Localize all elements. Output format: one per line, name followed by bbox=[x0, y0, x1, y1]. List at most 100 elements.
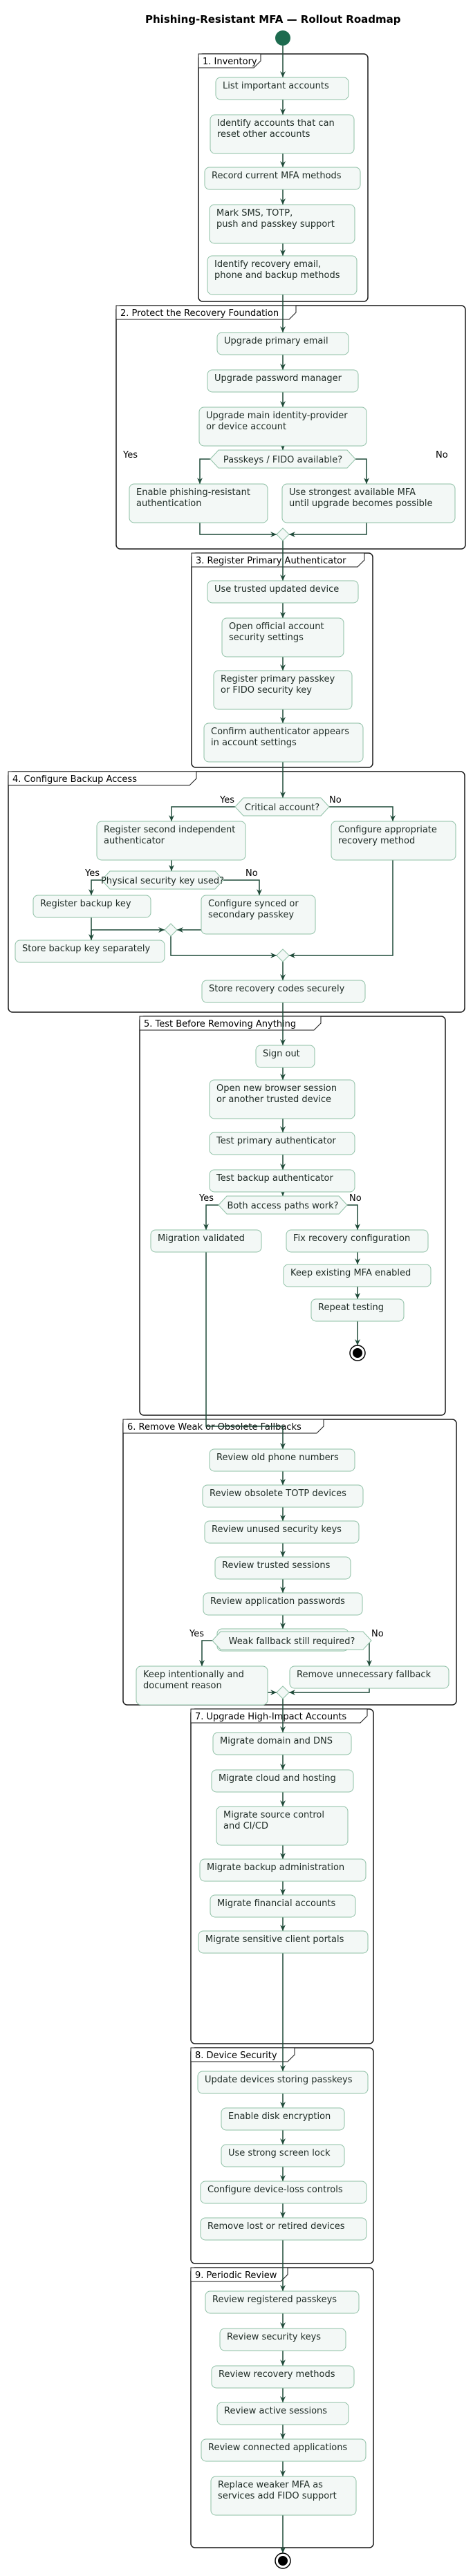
flow-edge bbox=[199, 1640, 212, 1666]
decision-label: Physical security key used? bbox=[101, 876, 224, 886]
section-label: 8. Device Security bbox=[195, 2051, 277, 2061]
section-tab bbox=[8, 771, 197, 786]
activity-keep-mfa: Keep existing MFA enabled bbox=[283, 1264, 432, 1287]
activity-label: Mark SMS, TOTP,push and passkey support bbox=[216, 208, 335, 230]
activity-box bbox=[202, 1484, 364, 1508]
section-label: 4. Configure Backup Access bbox=[12, 774, 137, 785]
section-frame bbox=[139, 1016, 446, 1416]
activity-label: Fix recovery configuration bbox=[293, 1233, 410, 1244]
decision-label: Critical account? bbox=[245, 803, 319, 813]
decision-label: Both access paths work? bbox=[227, 1201, 338, 1211]
activity-box bbox=[33, 895, 151, 918]
flow-edge bbox=[289, 523, 367, 537]
flow-edge bbox=[355, 458, 369, 484]
activity-remove-fallback: Remove unnecessary fallback bbox=[289, 1665, 449, 1689]
branch-label-yes: Yes bbox=[122, 450, 138, 460]
activity-label: Test backup authenticator bbox=[216, 1173, 334, 1184]
section-label: 7. Upgrade High-Impact Accounts bbox=[195, 1712, 346, 1722]
branch-label-no: No bbox=[436, 450, 448, 460]
activity-box bbox=[201, 980, 366, 1003]
end-node bbox=[349, 1345, 366, 1361]
branch-label-yes: Yes bbox=[189, 1629, 204, 1639]
activity-box bbox=[198, 407, 367, 447]
activity-label: Review registered passkeys bbox=[212, 2295, 337, 2305]
branch-label-yes: Yes bbox=[84, 868, 100, 879]
activity-label: Enable disk encryption bbox=[228, 2111, 331, 2122]
activity-label: Record current MFA methods bbox=[212, 171, 342, 181]
decision-access-paths: Both access paths work? bbox=[218, 1195, 348, 1215]
activity-box bbox=[207, 580, 359, 604]
activity-box bbox=[210, 2476, 357, 2516]
activity-label: Review application passwords bbox=[210, 1596, 345, 1607]
activity-test-primary: Test primary authenticator bbox=[209, 1132, 355, 1155]
activity-label: Sign out bbox=[263, 1049, 300, 1059]
activity-box bbox=[201, 2438, 367, 2462]
branch-label-no: No bbox=[371, 1629, 384, 1639]
activity-fix-recovery: Fix recovery configuration bbox=[286, 1229, 429, 1253]
flow-edge bbox=[289, 860, 393, 958]
decision-shape bbox=[101, 870, 224, 890]
decision-physical-key: Physical security key used? bbox=[101, 870, 224, 890]
branch-label-no: No bbox=[349, 1193, 362, 1204]
activity-label: Remove unnecessary fallback bbox=[297, 1670, 432, 1680]
activity-label: Use strong screen lock bbox=[228, 2148, 331, 2158]
activity-review-recovery-methods: Review recovery methods bbox=[211, 2365, 355, 2389]
section-tab bbox=[115, 305, 297, 320]
activity-box bbox=[221, 617, 344, 657]
activity-store-backup: Store backup key separately bbox=[15, 940, 165, 963]
activity-mark-sms: Mark SMS, TOTP,push and passkey support bbox=[209, 204, 355, 244]
activity-box bbox=[310, 1298, 405, 1322]
activity-label: Remove lost or retired devices bbox=[207, 2221, 345, 2232]
decision-critical-account: Critical account? bbox=[234, 797, 330, 816]
activity-store-codes: Store recovery codes securely bbox=[201, 980, 366, 1003]
flow-edge bbox=[170, 936, 277, 958]
section-tab bbox=[190, 2047, 295, 2062]
activity-label: Review unused security keys bbox=[212, 1524, 342, 1535]
activity-review-active: Review active sessions bbox=[216, 2402, 349, 2425]
section-tab bbox=[191, 552, 365, 568]
activity-box bbox=[221, 2107, 345, 2131]
activity-migrate-portals: Migrate sensitive client portals bbox=[198, 1930, 369, 1954]
activity-box bbox=[205, 2290, 360, 2314]
activity-label: Identify recovery email,phone and backup… bbox=[214, 259, 340, 281]
section-label: 2. Protect the Recovery Foundation bbox=[120, 308, 279, 319]
activity-box bbox=[209, 1448, 355, 1472]
activity-box bbox=[204, 1520, 360, 1544]
section-tab bbox=[190, 1708, 368, 1724]
activity-box bbox=[213, 670, 353, 710]
activity-migrate-cloud: Migrate cloud and hosting bbox=[211, 1769, 354, 1793]
decision-shape bbox=[212, 1631, 372, 1650]
decision-passkeys-available: Passkeys / FIDO available? bbox=[210, 449, 356, 469]
flow-edge bbox=[289, 1688, 370, 1695]
activity-box bbox=[216, 1806, 349, 1846]
activity-label: Repeat testing bbox=[318, 1303, 384, 1313]
activity-box bbox=[203, 722, 364, 763]
activity-box bbox=[219, 2328, 346, 2351]
activity-record-mfa: Record current MFA methods bbox=[204, 167, 361, 190]
activity-label: Review obsolete TOTP devices bbox=[210, 1488, 346, 1499]
activity-label: Review old phone numbers bbox=[216, 1453, 339, 1463]
activity-list-accounts: List important accounts bbox=[215, 77, 349, 100]
activity-configure-loss: Configure device-loss controls bbox=[200, 2181, 367, 2204]
activity-review-app-pw: Review application passwords bbox=[203, 1592, 363, 1616]
end-node bbox=[275, 2552, 291, 2569]
activity-box bbox=[211, 1769, 354, 1793]
activity-label: Migrate financial accounts bbox=[217, 1898, 336, 1909]
activity-box bbox=[210, 1894, 356, 1918]
decision-shape bbox=[218, 1195, 348, 1215]
